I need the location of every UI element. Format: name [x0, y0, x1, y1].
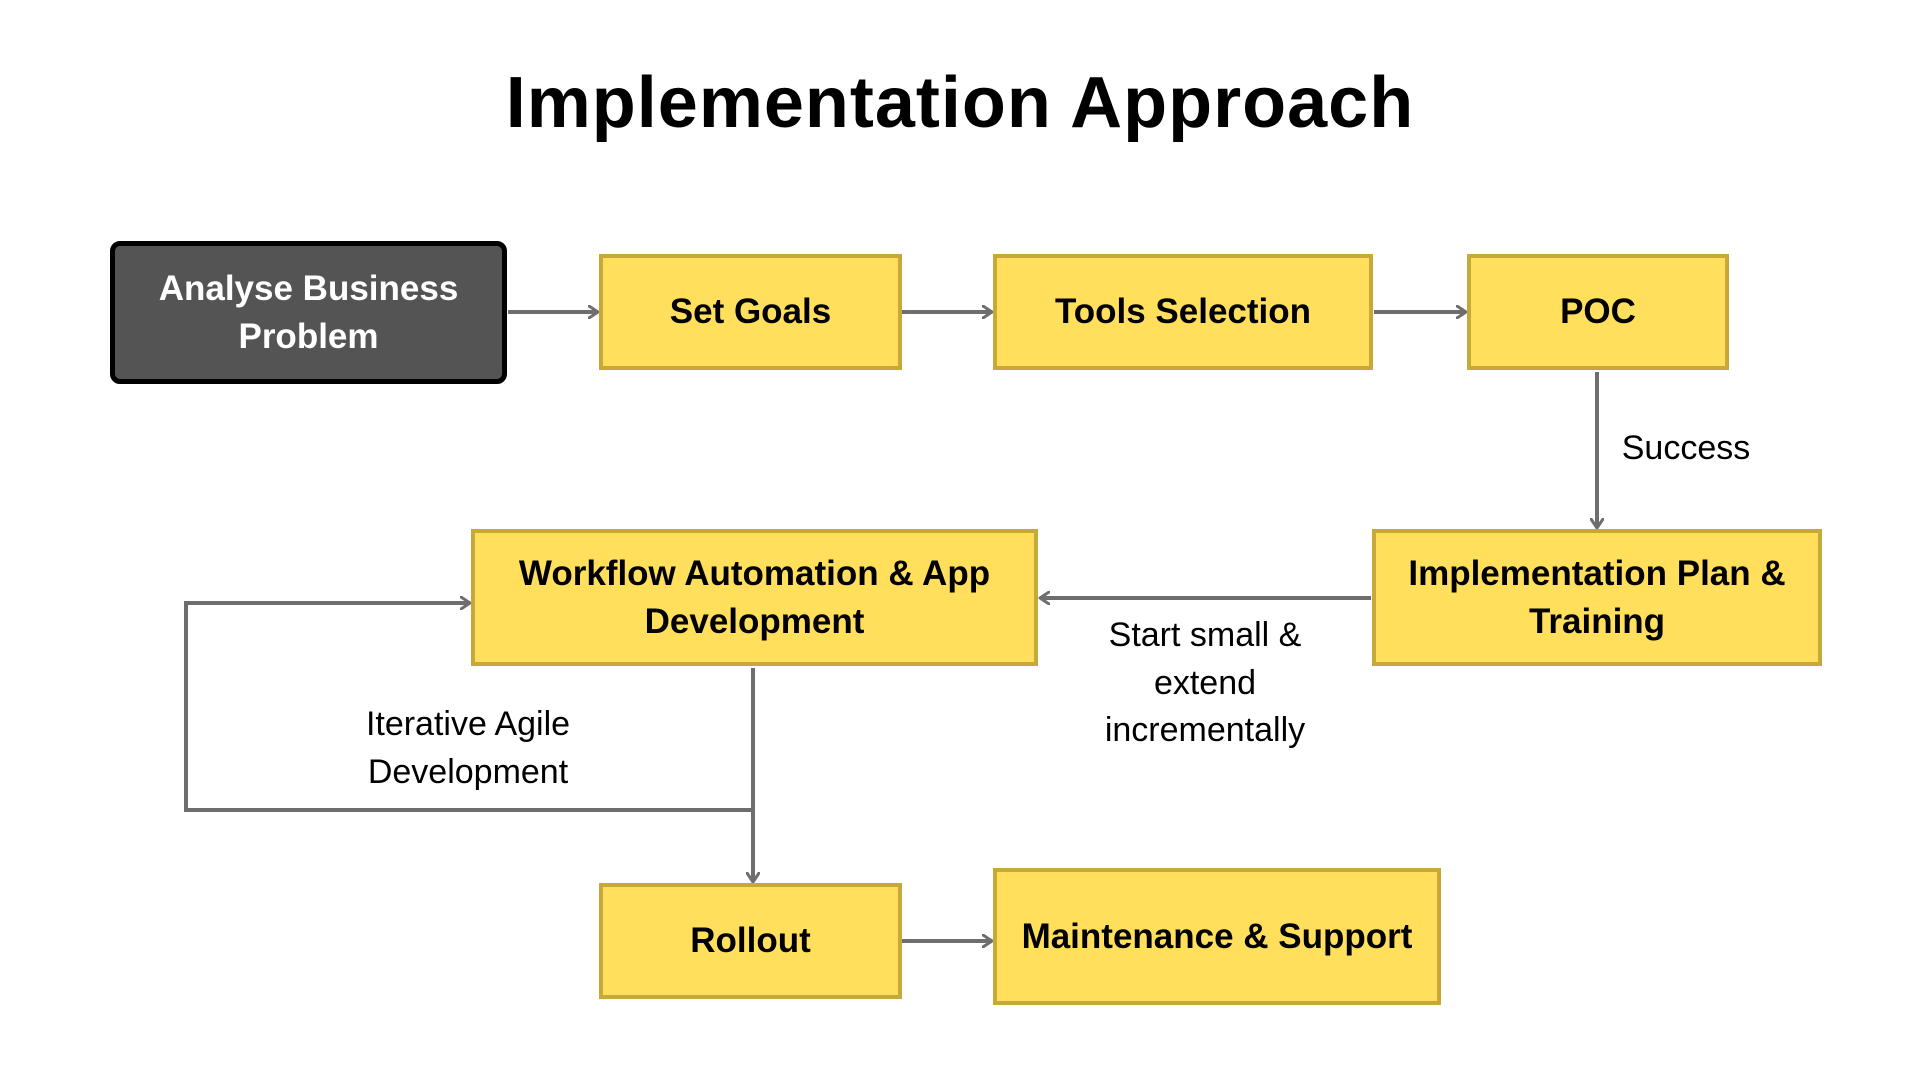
diagram-title: Implementation Approach	[505, 63, 1415, 143]
node-label: Implementation Plan & Training	[1408, 554, 1786, 641]
node-label: Tools Selection	[1054, 292, 1312, 332]
node-workflow-automation: Workflow Automation & App Development	[471, 529, 1038, 666]
arrow-iterative-loop	[184, 603, 753, 812]
node-label: Workflow Automation & App Development	[518, 554, 991, 641]
node-rollout: Rollout	[599, 883, 902, 999]
node-analyse-business-problem: Analyse Business Problem	[110, 241, 507, 384]
edge-label-success: Success	[1621, 429, 1751, 467]
node-tools-selection: Tools Selection	[993, 254, 1373, 370]
node-set-goals: Set Goals	[599, 254, 902, 370]
edge-label-start-small: Start small & extend incrementally	[1104, 616, 1306, 750]
node-implementation-plan-training: Implementation Plan & Training	[1372, 529, 1822, 666]
node-maintenance-support: Maintenance & Support	[993, 868, 1441, 1005]
node-label: Rollout	[690, 921, 811, 961]
node-label: Maintenance & Support	[1021, 916, 1413, 956]
node-label: Analyse Business Problem	[158, 269, 459, 356]
node-label: POC	[1560, 292, 1636, 332]
node-label: Set Goals	[669, 292, 832, 332]
edge-label-iterative: Iterative Agile Development	[365, 705, 571, 791]
node-poc: POC	[1467, 254, 1729, 370]
